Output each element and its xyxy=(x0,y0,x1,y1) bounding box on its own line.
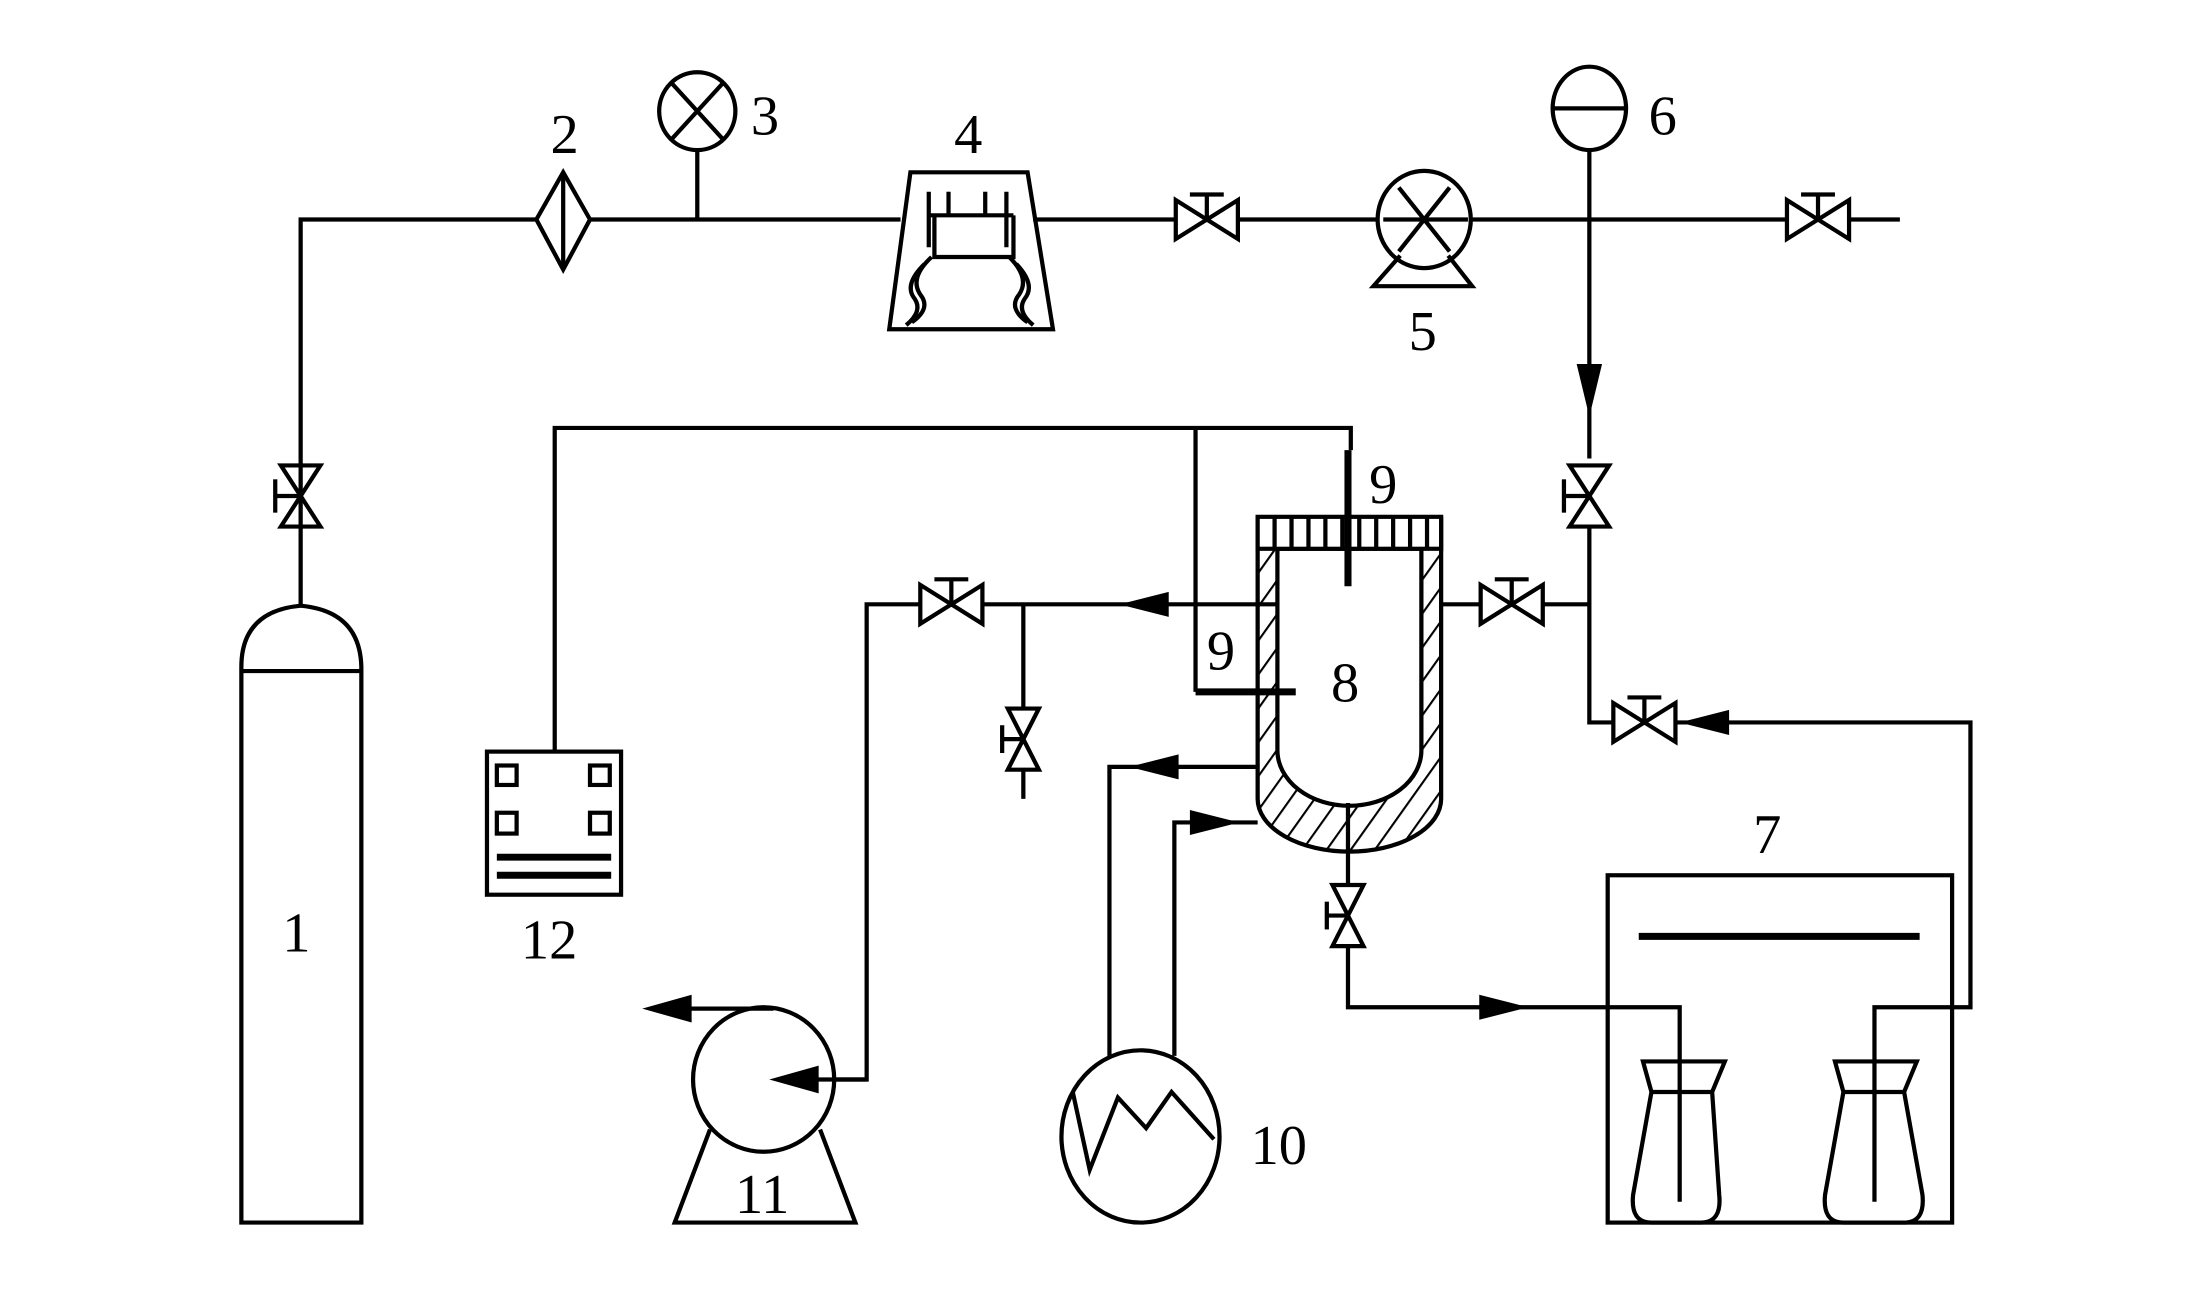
label-2: 2 xyxy=(550,104,578,166)
label-1: 1 xyxy=(282,903,310,965)
gas-cylinder: 1 xyxy=(239,603,364,1225)
line-inlet-right xyxy=(1587,527,1612,725)
label-10: 10 xyxy=(1251,1116,1307,1178)
vacuum-line-down xyxy=(832,602,919,1082)
label-9-side: 9 xyxy=(1207,621,1235,683)
label-3: 3 xyxy=(751,86,779,148)
pressure-gauge: 3 xyxy=(657,70,779,153)
label-8: 8 xyxy=(1331,653,1359,715)
arrow-return xyxy=(1679,709,1730,735)
arrow-vacuum xyxy=(1119,591,1169,617)
valve-cylinder[interactable] xyxy=(273,463,325,529)
valve-gas-inlet[interactable] xyxy=(1561,463,1613,529)
heater-circulator: 10 xyxy=(1059,754,1307,1225)
valve-reactor-inlet[interactable] xyxy=(1478,577,1545,628)
label-4: 4 xyxy=(954,104,982,166)
gauge-meter: 6 xyxy=(1550,64,1677,459)
label-11: 11 xyxy=(735,1164,789,1226)
sensor-probe-top: 9 xyxy=(1344,450,1397,587)
label-7: 7 xyxy=(1753,804,1781,866)
control-wiring xyxy=(552,425,1353,752)
control-panel: 12 xyxy=(484,749,624,972)
label-5: 5 xyxy=(1409,301,1437,363)
valve-vacuum[interactable] xyxy=(918,577,985,628)
arrow-to-bath xyxy=(1479,994,1529,1020)
line-return-from-bath xyxy=(1676,720,1973,1202)
valve-vent[interactable] xyxy=(1000,706,1043,772)
compressor-pump: 5 xyxy=(1368,168,1477,363)
valve-outlet-top[interactable] xyxy=(1784,192,1852,243)
label-12: 12 xyxy=(521,910,577,972)
water-bath: 7 xyxy=(1605,804,1955,1225)
valve-drain[interactable] xyxy=(1324,882,1367,949)
valve-after-regulator[interactable] xyxy=(1173,192,1241,243)
sensor-probe-side: 9 xyxy=(1193,427,1296,696)
vacuum-pump: 11 xyxy=(642,994,867,1226)
pressure-regulator: 4 xyxy=(886,104,1056,332)
valve-return[interactable] xyxy=(1611,695,1678,746)
label-9-top: 9 xyxy=(1369,454,1397,516)
line-to-bath xyxy=(1345,946,1682,1202)
label-6: 6 xyxy=(1649,86,1677,148)
gas-line-top xyxy=(298,148,1900,605)
jacketed-reactor: 8 xyxy=(1255,514,1444,854)
filter: 2 xyxy=(533,104,593,274)
